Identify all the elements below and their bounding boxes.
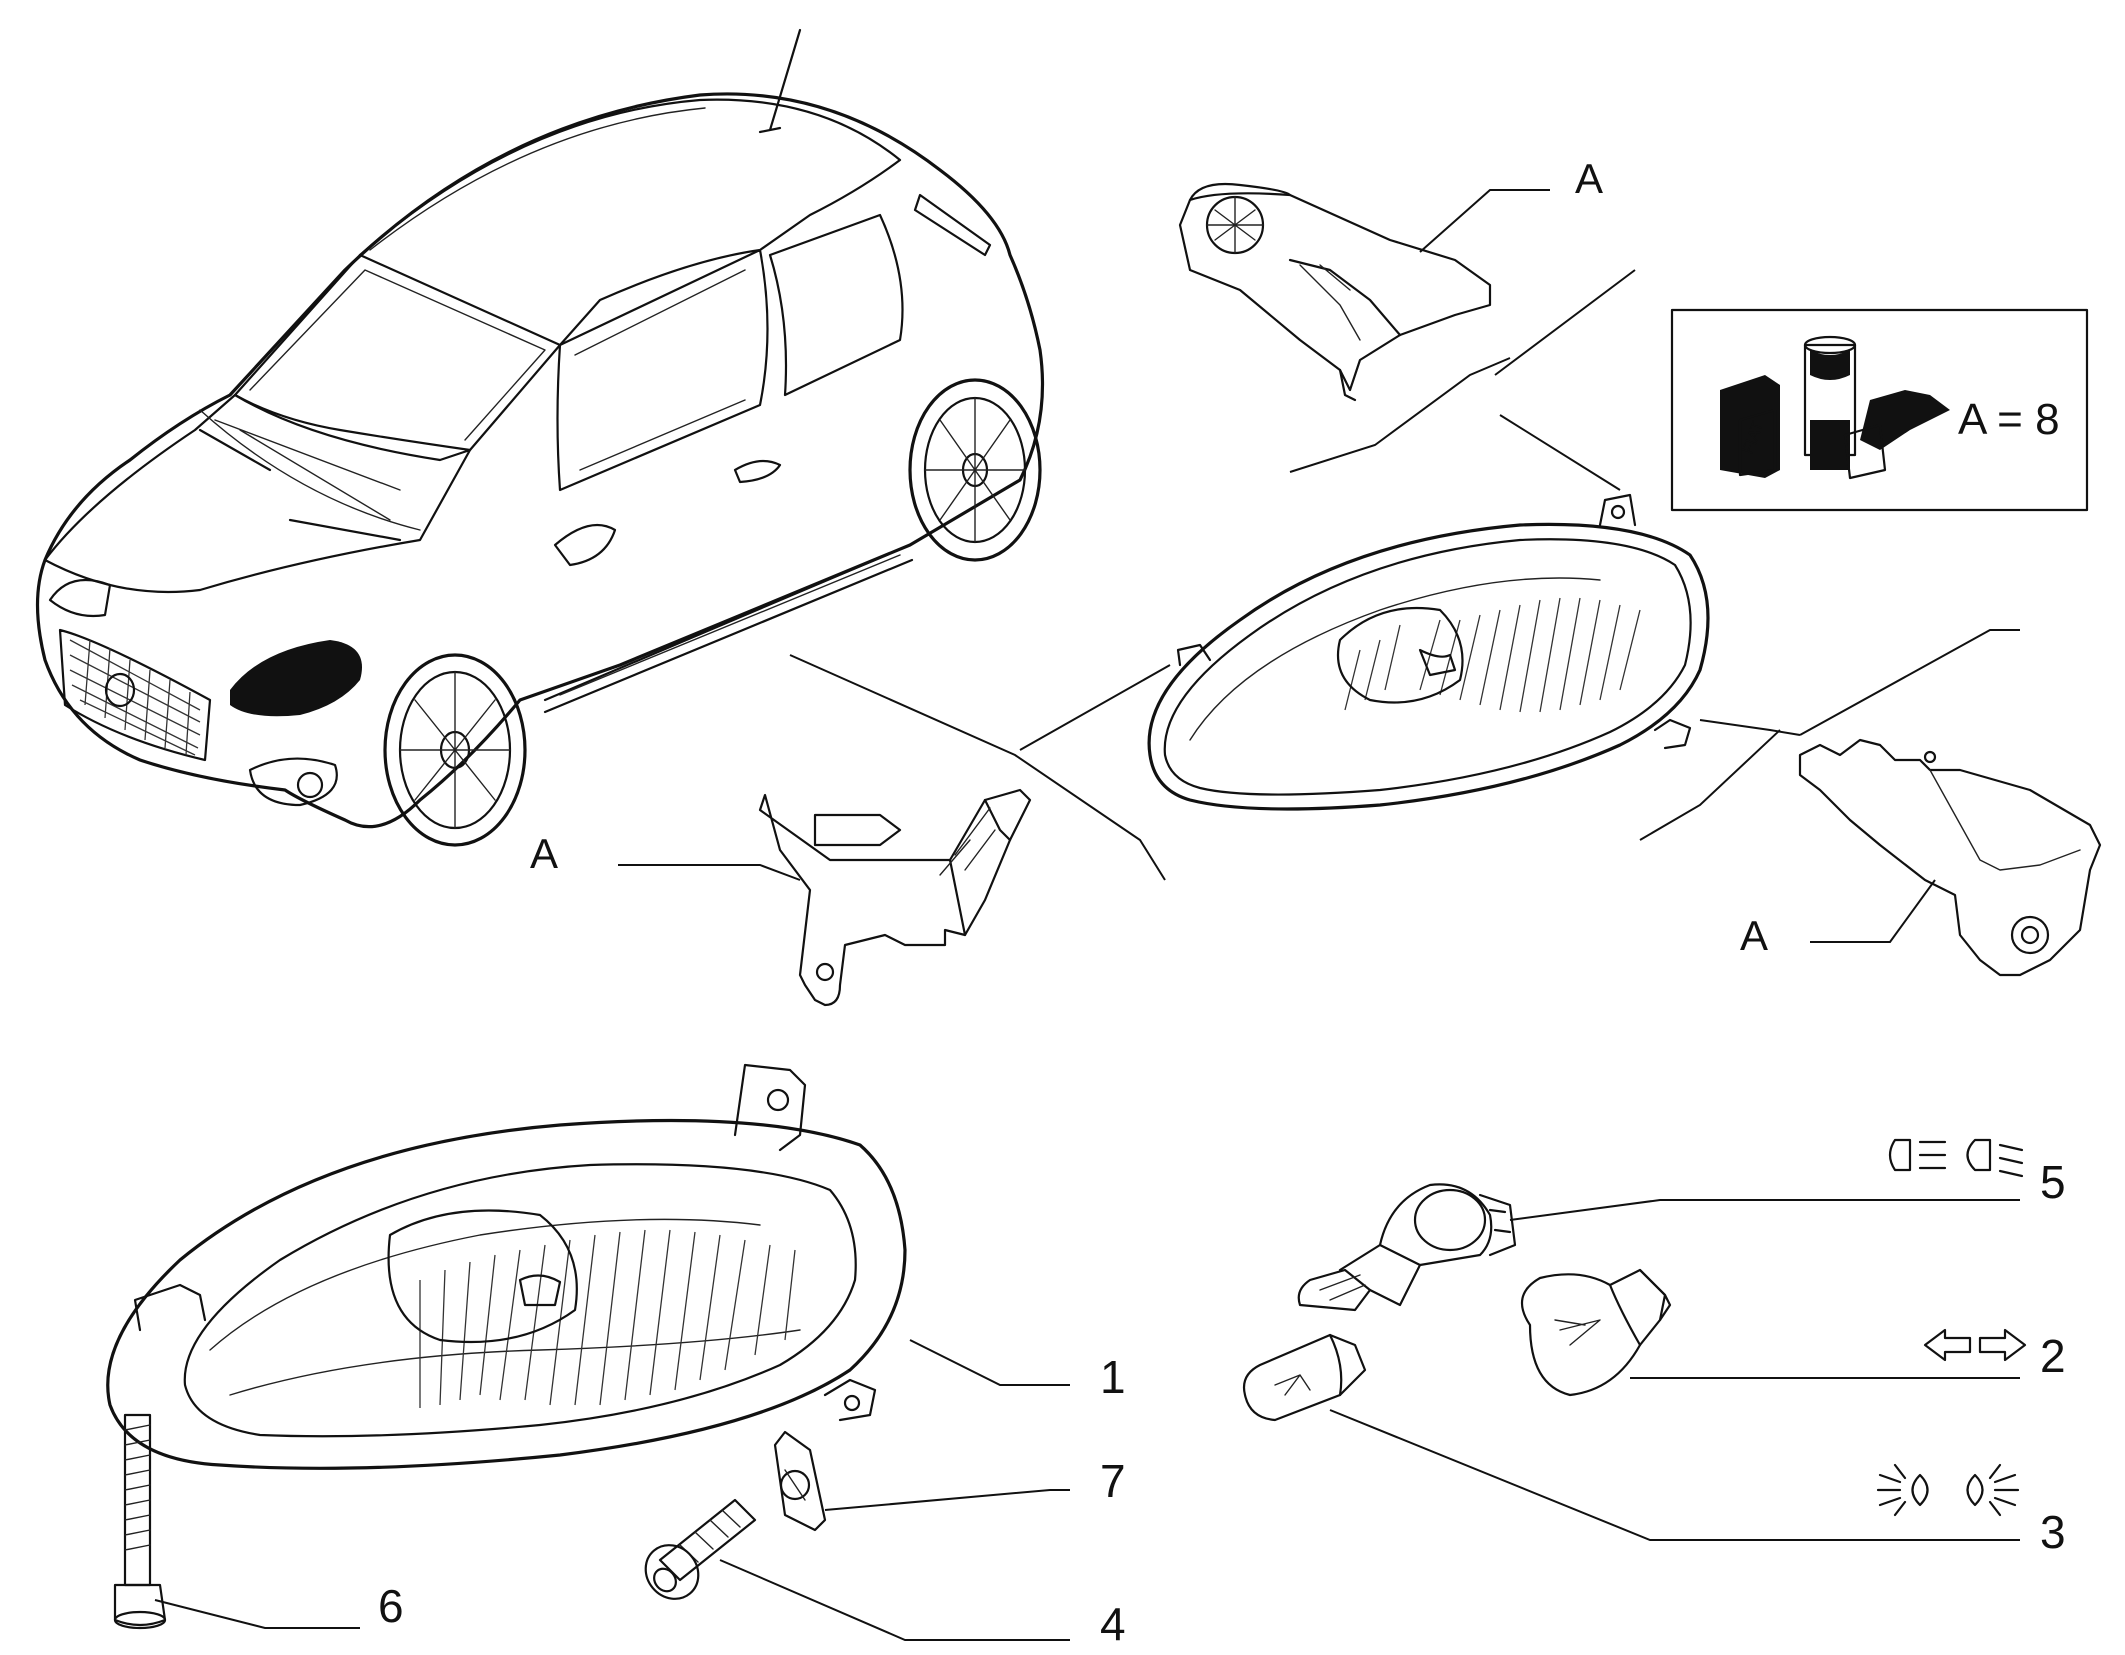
leader-bracket-left — [618, 864, 801, 881]
headlamp-main — [106, 1063, 907, 1470]
car-overview — [35, 28, 1045, 847]
bracket-left — [758, 788, 1032, 1007]
kit-quantity-label: A = 8 — [1958, 395, 2060, 444]
callout-part-7: 7 — [1100, 1455, 1126, 1507]
leader-part-7 — [824, 1489, 1070, 1511]
bulb-part-2 — [1520, 1268, 1672, 1397]
leader-part-1 — [909, 1339, 1070, 1386]
leader-bracket-right — [1810, 879, 1936, 943]
leader-upper-4 — [1639, 629, 2020, 841]
screw-part-6 — [113, 1413, 167, 1630]
callout-bracket-right: A — [1740, 912, 1768, 959]
leader-upper-1 — [1289, 357, 1511, 473]
callout-part-1: 1 — [1100, 1351, 1126, 1403]
turn-signal-arrows-icon — [1923, 1328, 2027, 1362]
bulb-part-5 — [1297, 1183, 1517, 1312]
leader-upper-3 — [789, 654, 1171, 881]
callout-part-5: 5 — [2040, 1156, 2066, 1208]
position-lamp-icon — [1876, 1463, 2020, 1517]
callout-bracket-top: A — [1575, 155, 1603, 202]
headlamp-high-low-beam-icon — [1888, 1138, 2024, 1178]
bulb-part-3 — [1242, 1333, 1367, 1422]
leader-part-5 — [1509, 1199, 2020, 1221]
callout-bracket-left: A — [530, 830, 558, 877]
headlamp-upper — [1147, 493, 1710, 811]
leader-upper-2 — [1494, 269, 1636, 491]
callout-part-3: 3 — [2040, 1506, 2066, 1558]
bracket-right — [1798, 738, 2102, 977]
callout-part-2: 2 — [2040, 1330, 2066, 1382]
bracket-top — [1178, 182, 1492, 402]
leader-part-3 — [1329, 1409, 2020, 1541]
leader-part-4 — [719, 1559, 1070, 1641]
highlighted-headlamp — [230, 640, 362, 717]
leader-part-6 — [154, 1599, 360, 1629]
callout-part-4: 4 — [1100, 1598, 1126, 1650]
kit-box: FIAT A = 8 — [1670, 308, 2089, 512]
screw-part-4 — [644, 1498, 757, 1600]
clip-part-7 — [773, 1430, 827, 1532]
leader-bracket-top — [1419, 189, 1550, 253]
callout-part-6: 6 — [378, 1580, 404, 1632]
